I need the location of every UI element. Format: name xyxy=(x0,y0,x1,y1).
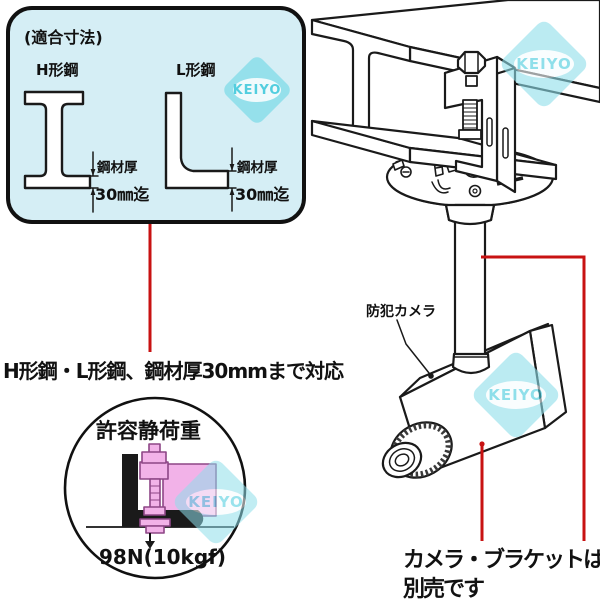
sold-note-line2: 別売です xyxy=(403,577,485,600)
l-steel-label: L形鋼 xyxy=(176,61,216,79)
thickness-dimension xyxy=(227,147,237,212)
clamp-washer xyxy=(139,518,171,527)
camera-label: 防犯カメラ xyxy=(366,304,436,320)
keiyo-logo: KEIYO xyxy=(501,21,587,107)
keiyo-logo-text: KEIYO xyxy=(516,55,572,73)
keiyo-logo-text: KEIYO xyxy=(188,493,244,511)
h-steel-label: H形鋼 xyxy=(36,61,79,79)
keiyo-logo-text: KEIYO xyxy=(488,386,544,404)
keiyo-logo-text: KEIYO xyxy=(233,83,282,98)
disc-washer-hole xyxy=(472,188,478,194)
l-steel-profile xyxy=(164,91,230,190)
keiyo-logo: KEIYO xyxy=(224,57,290,123)
load-arrow-icon xyxy=(145,533,155,549)
clamp-bolt-facets xyxy=(464,51,479,74)
clamp-screw-threads xyxy=(150,485,160,501)
load-rating-circle: KEIYO xyxy=(63,396,258,580)
disc-clip xyxy=(392,159,405,171)
dim-arrow-up-icon xyxy=(90,188,96,195)
clamp-pad xyxy=(143,506,166,516)
spec-box-title: (適合寸法) xyxy=(24,28,103,47)
load-rating-title: 許容静荷重 xyxy=(96,419,201,443)
dim-lines xyxy=(89,151,99,213)
clamp-bolt-head xyxy=(141,451,167,464)
thickness-label: 鋼材厚 xyxy=(237,160,278,176)
dim-arrow-down-icon xyxy=(229,164,235,171)
arrow-head xyxy=(145,541,155,549)
spec-box: KEIYO xyxy=(6,6,306,224)
thickness-value: 30㎜迄 xyxy=(235,185,290,204)
beam-clamp-illustration xyxy=(443,50,517,194)
camera-pointer-line xyxy=(396,319,434,379)
red-connector-dot xyxy=(479,441,485,447)
clamp-slot xyxy=(486,117,493,147)
clamp-arm xyxy=(139,461,169,480)
pointer-dot xyxy=(428,373,434,379)
dim-arrow-down-icon xyxy=(90,169,96,176)
keiyo-circle xyxy=(233,78,281,102)
spec-box-frame xyxy=(6,6,306,224)
lens-glass xyxy=(394,453,410,467)
support-note: H形鋼・L形鋼、鋼材厚30mmまで対応 xyxy=(3,359,344,383)
clamp-nut xyxy=(145,525,165,534)
pole-collar xyxy=(451,352,491,375)
keiyo-circle xyxy=(186,489,246,515)
dim-arrow-up-icon xyxy=(229,188,235,195)
keiyo-logo: KEIYO xyxy=(473,352,559,438)
load-rating-value: 98N(10kgf) xyxy=(99,545,227,569)
clamp-front-face xyxy=(443,55,499,183)
clamp-screw-threads xyxy=(462,103,478,129)
camera-lens xyxy=(381,421,453,479)
disc-wire xyxy=(431,179,451,194)
red-connector-bracket xyxy=(481,255,586,541)
keiyo-circle xyxy=(486,381,546,409)
keiyo-circle xyxy=(514,50,574,78)
clamp-bolt-head xyxy=(456,50,487,75)
clamp-bolt-neck xyxy=(465,75,478,87)
lens-ring xyxy=(388,448,416,472)
pole xyxy=(453,203,487,358)
pole-hub xyxy=(444,203,496,226)
clamp-pad xyxy=(458,129,482,140)
pointer-line xyxy=(396,319,430,374)
keiyo-logo: KEIYO xyxy=(174,460,258,544)
red-connector-lines xyxy=(148,224,586,541)
clamp-slot-side xyxy=(502,127,509,159)
thickness-dimension xyxy=(89,151,99,213)
mounting-pole xyxy=(444,203,496,375)
sold-note-line1: カメラ・ブラケットは xyxy=(403,548,600,573)
thickness-label: 鋼材厚 xyxy=(97,160,138,176)
thickness-value: 30㎜迄 xyxy=(95,185,150,204)
